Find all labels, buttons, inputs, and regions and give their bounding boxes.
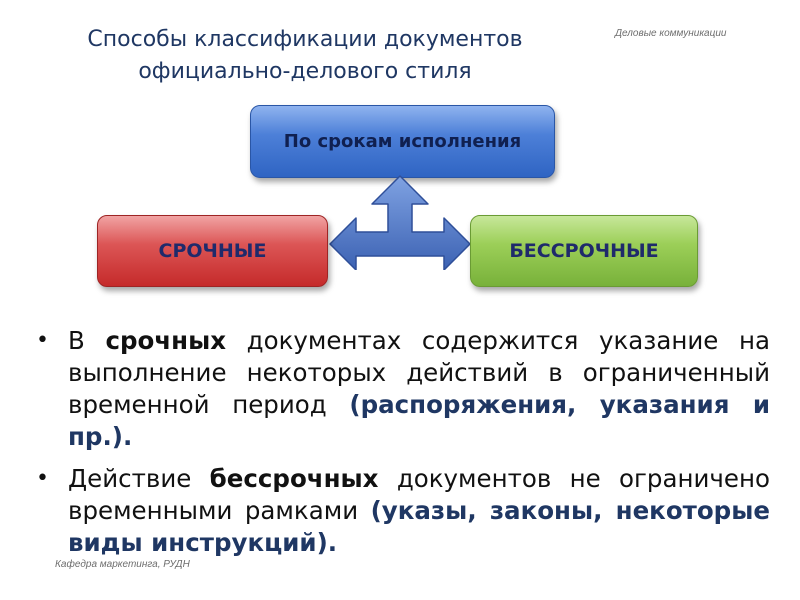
bullet-accent: (распоряжения, указания и пр.).	[68, 390, 771, 451]
slide-title: Способы классификации документов официал…	[30, 24, 580, 88]
bullet-bold: бессрочных	[209, 464, 379, 493]
header-note: Деловые коммуникации	[615, 28, 727, 39]
bullet-dot-icon: •	[36, 328, 49, 353]
title-line-2: официально-делового стиля	[138, 59, 472, 84]
bullet-bold: срочных	[105, 326, 227, 355]
bullet-item: • В срочных документах содержится указан…	[36, 325, 770, 453]
bullet-item: • Действие бессрочных документов не огра…	[36, 463, 770, 559]
title-line-1: Способы классификации документов	[87, 27, 523, 52]
bullet-text-pre: В	[68, 326, 106, 355]
bullet-list: • В срочных документах содержится указан…	[36, 325, 770, 569]
right-category-box: БЕССРОЧНЫЕ	[470, 215, 698, 287]
bullet-dot-icon: •	[36, 466, 49, 491]
left-category-box: СРОЧНЫЕ	[97, 215, 328, 287]
bullet-accent: (указы, законы, некоторые виды инструкци…	[68, 496, 770, 557]
bullet-text-mid: документов не ограничено временными рамк…	[68, 464, 770, 525]
top-category-box: По срокам исполнения	[250, 105, 555, 178]
arrow-shape	[329, 175, 471, 270]
footer-note: Кафедра маркетинга, РУДН	[55, 559, 190, 570]
bullet-text-pre: Действие	[68, 464, 210, 493]
three-way-arrow	[329, 175, 471, 270]
bullet-text-mid: документах содержится указание на выполн…	[68, 326, 770, 419]
